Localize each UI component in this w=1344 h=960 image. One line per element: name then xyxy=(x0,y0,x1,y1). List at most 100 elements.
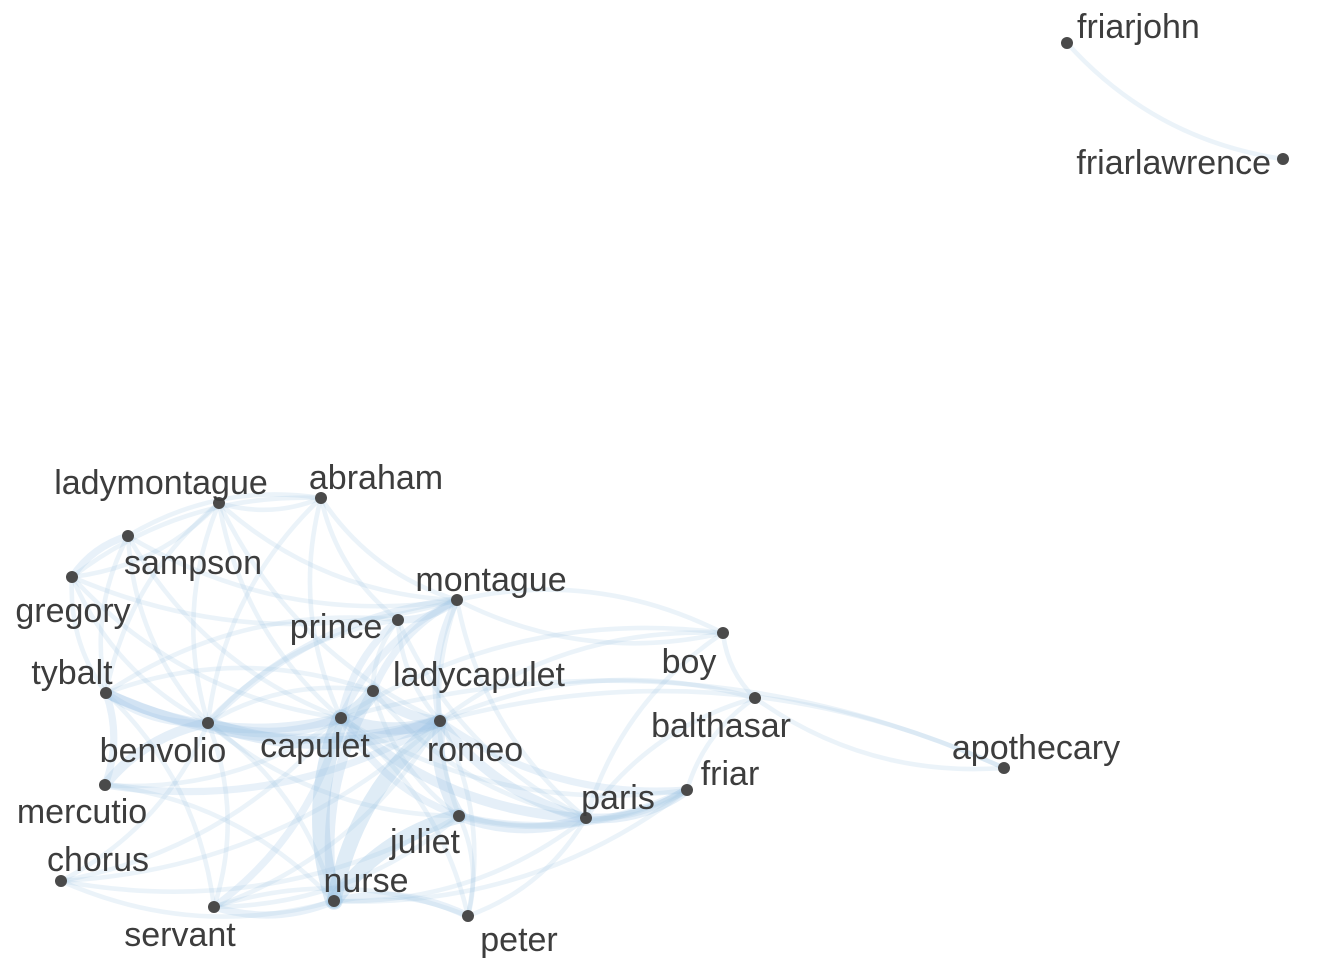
node-label-balthasar: balthasar xyxy=(651,707,791,745)
edge-capulet-juliet xyxy=(337,714,463,820)
edge-benvolio-juliet xyxy=(205,720,462,819)
edge-montague-romeo xyxy=(432,596,461,725)
edge-sampson-montague xyxy=(125,533,460,609)
edge-ladymontague-tybalt xyxy=(103,500,222,696)
edge-capulet-friar xyxy=(338,715,690,798)
edge-montague-paris xyxy=(454,597,589,821)
edge-abraham-gregory xyxy=(69,495,324,580)
node-servant xyxy=(208,901,220,913)
edge-ladymontague-montague xyxy=(216,500,460,603)
edge-balthasar-romeo xyxy=(437,677,758,724)
edge-sampson-capulet xyxy=(125,533,344,721)
edge-tybalt-benvolio xyxy=(102,689,212,727)
edge-benvolio-romeo xyxy=(201,714,447,750)
node-label-gregory: gregory xyxy=(15,592,130,630)
edge-peter-romeo xyxy=(437,718,477,919)
edge-ladycapulet-paris xyxy=(370,688,589,821)
node-sampson xyxy=(122,530,134,542)
node-montague xyxy=(451,594,463,606)
edge-boy-romeo xyxy=(437,630,726,724)
node-paris xyxy=(580,812,592,824)
edge-chorus-benvolio xyxy=(58,720,211,884)
edge-juliet-friar xyxy=(456,787,690,828)
edge-capulet-paris xyxy=(336,713,591,823)
node-label-prince: prince xyxy=(290,608,383,646)
edge-gregory-montague xyxy=(69,574,460,627)
edge-sampson-gregory xyxy=(68,532,132,581)
node-gregory xyxy=(66,571,78,583)
edge-montague-juliet xyxy=(436,597,462,819)
node-romeo xyxy=(434,715,446,727)
edge-tybalt-capulet xyxy=(101,688,346,734)
node-layer xyxy=(55,37,1289,922)
edge-prince-capulet xyxy=(337,616,402,722)
edge-capulet-romeo xyxy=(334,711,447,735)
edge-prince-paris xyxy=(395,617,589,821)
node-tybalt xyxy=(100,687,112,699)
node-peter xyxy=(462,910,474,922)
edge-chorus-capulet xyxy=(58,715,344,884)
node-capulet xyxy=(335,712,347,724)
edge-balthasar-apothecary xyxy=(752,695,1007,772)
edge-montague-boy xyxy=(454,597,726,646)
edge-nurse-paris xyxy=(331,815,589,904)
node-friarjohn xyxy=(1061,37,1073,49)
edge-ladycapulet-benvolio xyxy=(205,685,376,726)
node-label-sampson: sampson xyxy=(124,544,262,582)
node-label-peter: peter xyxy=(480,921,558,959)
node-friarlawrence xyxy=(1277,153,1289,165)
edge-peter-servant xyxy=(211,886,471,919)
edge-benvolio-capulet xyxy=(203,713,346,738)
edge-boy-balthasar xyxy=(720,630,758,701)
edge-balthasar-paris xyxy=(583,695,758,821)
edge-servant-tybalt xyxy=(103,690,217,910)
edge-mercutio-capulet xyxy=(102,715,344,789)
node-mercutio xyxy=(99,779,111,791)
node-friar xyxy=(681,784,693,796)
edge-ladymontague-capulet xyxy=(216,500,344,721)
edge-boy-paris xyxy=(583,630,726,821)
node-label-juliet: juliet xyxy=(389,823,460,861)
node-chorus xyxy=(55,875,67,887)
node-label-ladycapulet: ladycapulet xyxy=(393,656,566,694)
edge-balthasar-friar xyxy=(684,695,758,793)
edge-ladycapulet-juliet xyxy=(370,688,462,819)
edge-paris-friar xyxy=(583,787,690,821)
edge-montague-capulet xyxy=(337,596,461,722)
edge-benvolio-mercutio xyxy=(100,718,213,790)
edge-prince-benvolio xyxy=(205,617,401,726)
edge-servant-romeo xyxy=(211,718,443,910)
edge-ladymontague-abraham xyxy=(216,495,324,513)
node-label-montague: montague xyxy=(415,561,566,599)
node-benvolio xyxy=(202,717,214,729)
edge-friarjohn-friarlawrence xyxy=(1064,40,1286,162)
edge-ladycapulet-romeo xyxy=(368,686,445,726)
edge-sampson-tybalt xyxy=(98,533,131,696)
node-ladymontague xyxy=(213,497,225,509)
edge-prince-ladycapulet xyxy=(370,617,401,694)
node-label-friarlawrence: friarlawrence xyxy=(1076,144,1271,182)
edge-romeo-friar xyxy=(436,717,691,795)
edge-ladycapulet-tybalt xyxy=(103,665,376,696)
edge-juliet-nurse xyxy=(326,808,467,909)
edge-nurse-friar xyxy=(331,787,690,904)
edge-nurse-benvolio xyxy=(205,720,337,904)
node-abraham xyxy=(315,492,327,504)
edge-boy-capulet xyxy=(338,625,726,721)
edge-abraham-montague xyxy=(318,495,460,603)
node-apothecary xyxy=(998,762,1010,774)
edge-mercutio-romeo xyxy=(101,717,444,796)
edge-ladycapulet-nurse xyxy=(324,686,378,906)
edge-prince-montague xyxy=(394,596,461,624)
edge-abraham-benvolio xyxy=(205,495,324,726)
edge-capulet-nurse xyxy=(312,709,350,910)
node-label-abraham: abraham xyxy=(309,459,443,497)
edge-montague-ladycapulet xyxy=(369,596,461,695)
edge-peter-paris xyxy=(465,815,589,919)
node-label-boy: boy xyxy=(662,643,717,681)
node-prince xyxy=(392,614,404,626)
node-label-romeo: romeo xyxy=(427,731,523,769)
edge-ladymontague-romeo xyxy=(216,500,443,724)
node-label-friarjohn: friarjohn xyxy=(1077,8,1200,46)
